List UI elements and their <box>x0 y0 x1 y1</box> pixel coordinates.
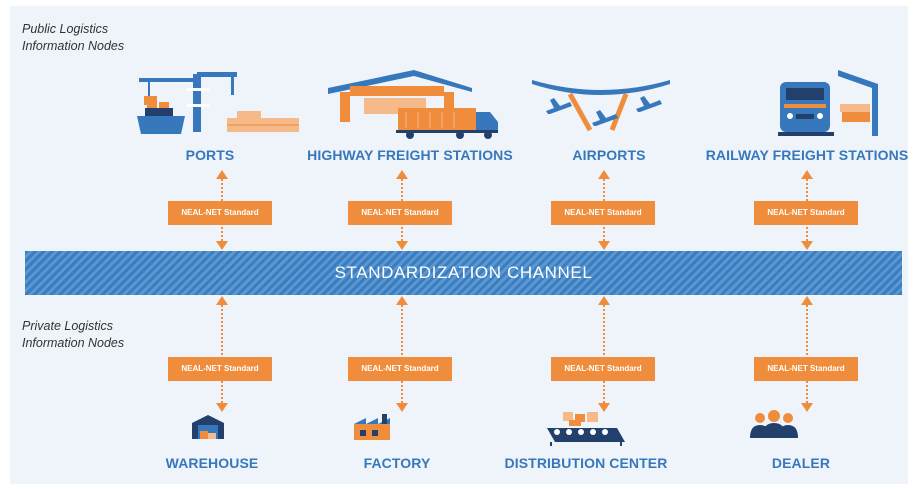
standard-badge: NEAL-NET Standard <box>168 201 272 225</box>
private-node-label-warehouse: WAREHOUSE <box>165 455 259 471</box>
public-group-label: Public Logistics Information Nodes <box>22 21 124 55</box>
conveyor-icon <box>547 412 625 446</box>
arrow-up-icon <box>801 170 813 179</box>
private-node-label-dealer: DEALER <box>771 455 831 471</box>
public-node-label-railway: RAILWAY FREIGHT STATIONS <box>705 147 909 163</box>
factory-icon <box>354 414 390 440</box>
standard-badge: NEAL-NET Standard <box>551 201 655 225</box>
private-group-line1: Private Logistics <box>22 319 114 333</box>
arrow-down-icon <box>801 403 813 412</box>
public-node-label-highway: HIGHWAY FREIGHT STATIONS <box>307 147 513 163</box>
public-group-line1: Public Logistics <box>22 22 109 36</box>
standard-badge: NEAL-NET Standard <box>754 201 858 225</box>
standard-badge: NEAL-NET Standard <box>168 357 272 381</box>
standard-badge: NEAL-NET Standard <box>754 357 858 381</box>
people-icon <box>750 410 798 438</box>
port-crane-icon <box>137 72 299 134</box>
arrow-down-icon <box>801 241 813 250</box>
arrow-up-icon <box>396 296 408 305</box>
arrow-up-icon <box>801 296 813 305</box>
private-node-label-distribution: DISTRIBUTION CENTER <box>504 455 668 471</box>
connector-line <box>603 305 605 403</box>
standard-badge: NEAL-NET Standard <box>551 357 655 381</box>
connector-line <box>806 305 808 403</box>
warehouse-icon <box>192 415 224 439</box>
arrow-down-icon <box>598 241 610 250</box>
standard-badge: NEAL-NET Standard <box>348 201 452 225</box>
channel-label: STANDARDIZATION CHANNEL <box>334 263 593 282</box>
arrow-up-icon <box>598 170 610 179</box>
standard-badge: NEAL-NET Standard <box>348 357 452 381</box>
arrow-down-icon <box>396 403 408 412</box>
public-node-label-airports: AIRPORTS <box>572 147 646 163</box>
arrow-up-icon <box>396 170 408 179</box>
private-group-line2: Information Nodes <box>22 336 125 350</box>
airplane-icon <box>532 80 670 132</box>
public-group-line2: Information Nodes <box>22 39 125 53</box>
arrow-up-icon <box>216 170 228 179</box>
connector-line <box>401 305 403 403</box>
public-node-label-ports: PORTS <box>185 147 235 163</box>
arrow-down-icon <box>598 403 610 412</box>
arrow-down-icon <box>396 241 408 250</box>
private-node-label-factory: FACTORY <box>363 455 431 471</box>
arrow-down-icon <box>216 403 228 412</box>
truck-terminal-icon <box>328 70 498 139</box>
standardization-channel: STANDARDIZATION CHANNEL <box>25 251 902 295</box>
arrow-up-icon <box>216 296 228 305</box>
connector-line <box>221 305 223 403</box>
arrow-up-icon <box>598 296 610 305</box>
arrow-down-icon <box>216 241 228 250</box>
private-group-label: Private Logistics Information Nodes <box>22 318 124 352</box>
train-icon <box>778 70 878 136</box>
